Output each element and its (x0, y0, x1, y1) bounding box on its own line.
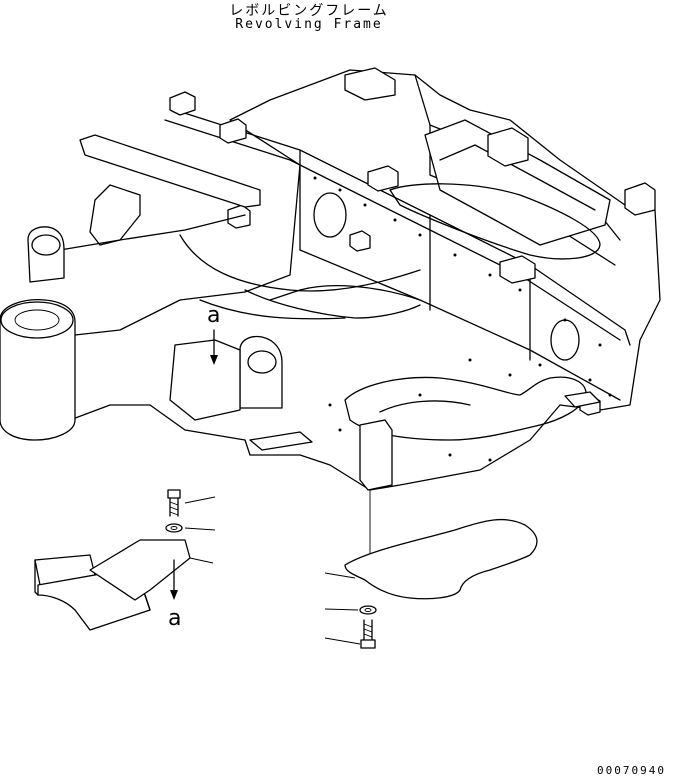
bolt-left (167, 489, 216, 517)
cover-bracket (34, 539, 214, 631)
under-cover-plate (324, 518, 538, 600)
title-japanese: レボルビングフレーム (229, 3, 389, 19)
callout-arrow-upper (210, 329, 218, 365)
revolving-frame-assembly (0, 67, 661, 575)
callout-arrow-lower (170, 559, 178, 600)
callout-label-lower: a (168, 606, 182, 631)
washer-right (324, 605, 377, 615)
title-english: Revolving Frame (235, 17, 383, 32)
bolt-right (324, 619, 376, 649)
callout-label-upper: a (207, 303, 221, 328)
washer-left (165, 523, 216, 533)
figure-number: 00070940 (597, 764, 666, 777)
